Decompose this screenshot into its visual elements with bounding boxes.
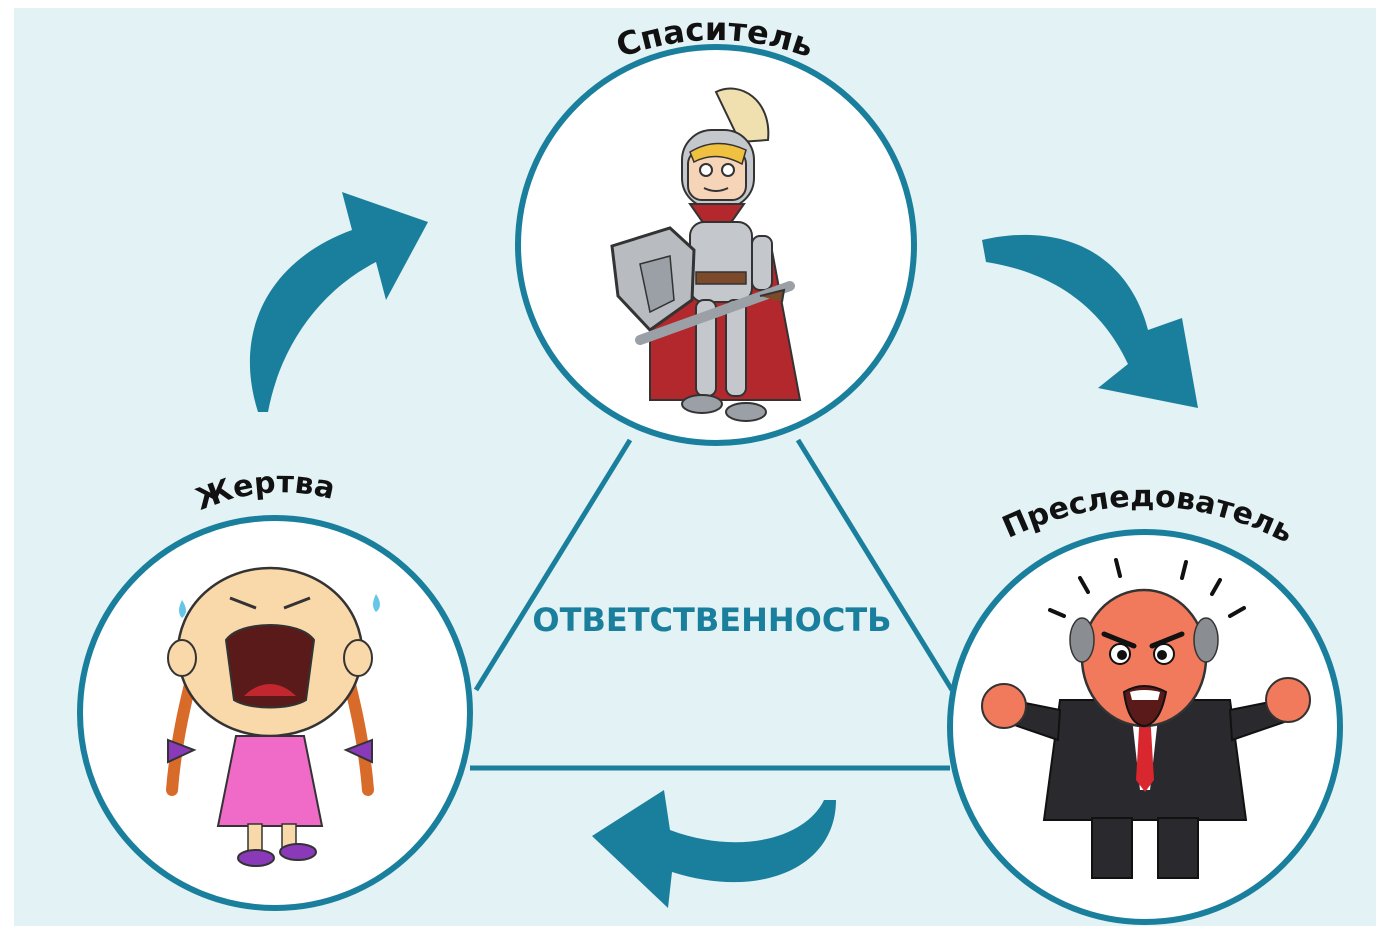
- rescuer-node: Спаситель: [515, 10, 917, 446]
- angry-man-icon: [981, 558, 1311, 879]
- arrow-victim-to-rescuer-icon: [249, 192, 428, 412]
- persecutor-node: Преследователь: [947, 479, 1343, 925]
- center-label: ОТВЕТСТВЕННОСТЬ: [532, 601, 891, 639]
- knight-icon: [610, 87, 802, 422]
- triangle-lines: [470, 438, 955, 771]
- arrow-persecutor-to-victim-icon: [592, 790, 836, 908]
- triangle-edge-left: [473, 438, 633, 692]
- triangle-edge-right: [795, 438, 955, 692]
- cycle-arrows: [249, 192, 1198, 908]
- crying-girl-icon: [166, 566, 380, 867]
- victim-node: Жертва: [77, 465, 473, 911]
- arrow-rescuer-to-persecutor-icon: [982, 234, 1198, 408]
